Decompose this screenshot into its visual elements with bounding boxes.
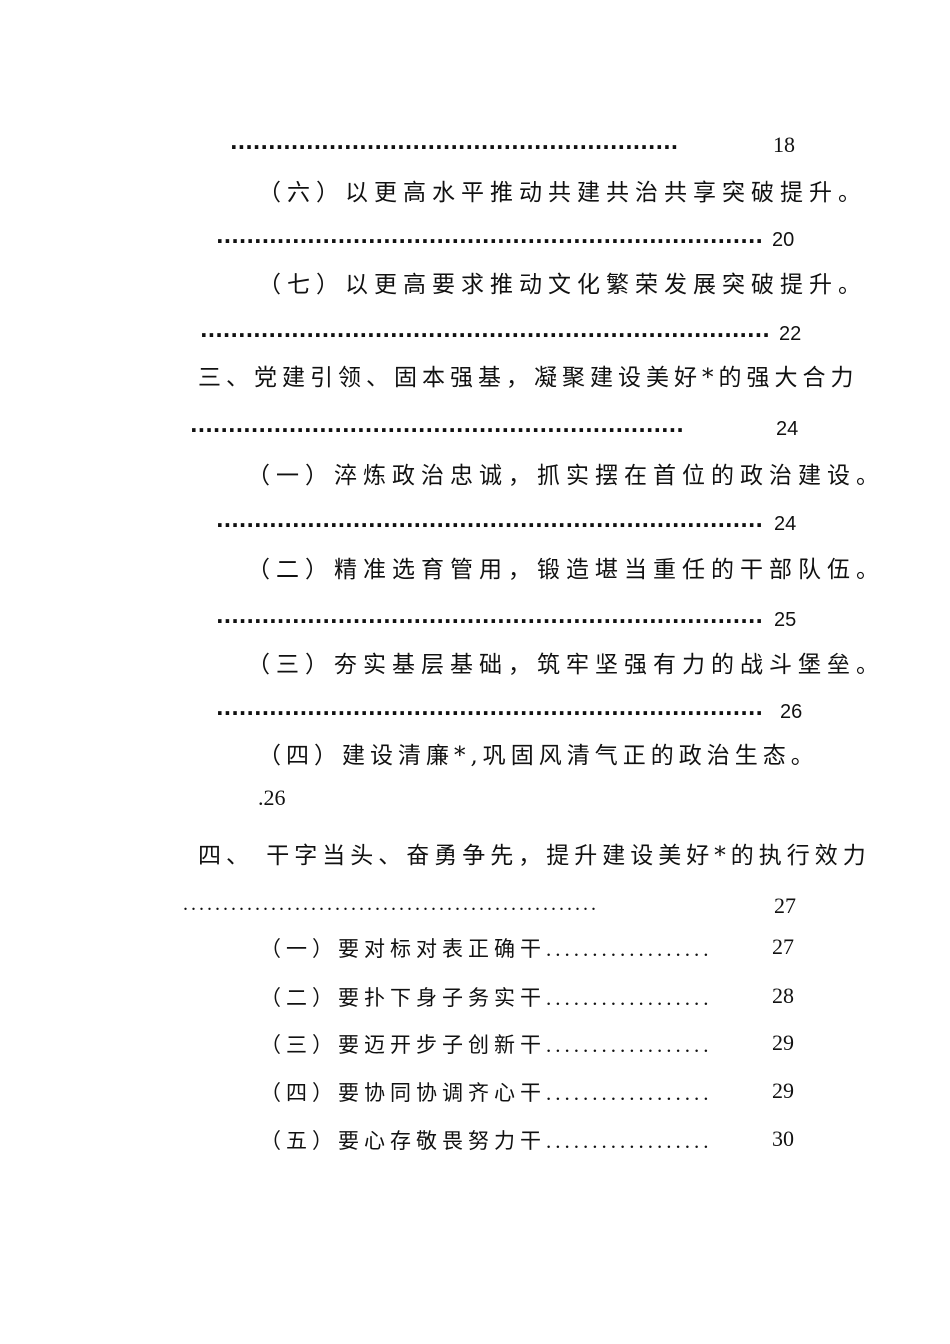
toc-leader-dots: ........................................… bbox=[200, 318, 768, 342]
toc-subitem: （二）要扑下身子务实干.................. bbox=[260, 982, 713, 1012]
toc-entry-title: （二）精准选育管用，锻造堪当重任的干部队伍。 bbox=[247, 557, 885, 583]
toc-leader-dots: .................. bbox=[546, 1129, 713, 1153]
toc-leader-dots: .................. bbox=[546, 1081, 713, 1105]
toc-subitem: （五）要心存敬畏努力干.................. bbox=[260, 1125, 713, 1155]
toc-subitem: （三）要迈开步子创新干.................. bbox=[260, 1029, 713, 1059]
toc-leader-dots: ........................................… bbox=[216, 224, 761, 248]
toc-page-number: 18 bbox=[773, 132, 795, 157]
toc-page-number: 30 bbox=[772, 1126, 794, 1151]
toc-entry-title: （四）建设清廉*,巩固风清气正的政治生态。 bbox=[258, 743, 819, 769]
toc-page-number: .26 bbox=[258, 785, 286, 810]
toc-page-number: 27 bbox=[774, 893, 796, 918]
toc-leader-dots: .................. bbox=[546, 986, 713, 1010]
toc-section-title: 四、 干字当头、奋勇争先，提升建设美好*的执行效力 bbox=[198, 843, 871, 869]
toc-entry-title: （三）夯实基层基础，筑牢坚强有力的战斗堡垒。 bbox=[247, 652, 885, 678]
toc-leader-dots: ........................................… bbox=[230, 130, 680, 154]
toc-page-number: 26 bbox=[780, 701, 803, 723]
toc-entry-title: （六）以更高水平推动共建共治共享突破提升。 bbox=[258, 180, 867, 206]
toc-page-number: 20 bbox=[772, 229, 795, 251]
toc-section-title: 三、党建引领、固本强基，凝聚建设美好*的强大合力 bbox=[198, 365, 859, 391]
toc-leader-dots: ........................................… bbox=[190, 413, 683, 437]
toc-leader-dots: .................. bbox=[546, 1033, 713, 1057]
toc-page-number: 29 bbox=[772, 1078, 794, 1103]
toc-subitem-label: （二）要扑下身子务实干 bbox=[260, 986, 546, 1010]
toc-page-number: 25 bbox=[774, 609, 797, 631]
toc-page-number: 22 bbox=[779, 323, 802, 345]
toc-page-number: 24 bbox=[774, 513, 797, 535]
toc-subitem-label: （四）要协同协调齐心干 bbox=[260, 1081, 546, 1105]
toc-page-number: 24 bbox=[776, 418, 799, 440]
toc-leader-dots: ........................................… bbox=[216, 604, 761, 628]
toc-subitem-label: （五）要心存敬畏努力干 bbox=[260, 1129, 546, 1153]
toc-subitem-label: （三）要迈开步子创新干 bbox=[260, 1033, 546, 1057]
toc-page-number: 28 bbox=[772, 983, 794, 1008]
toc-subitem: （四）要协同协调齐心干.................. bbox=[260, 1077, 713, 1107]
toc-page-number: 27 bbox=[772, 934, 794, 959]
toc-entry-title: （一）淬炼政治忠诚，抓实摆在首位的政治建设。 bbox=[247, 463, 885, 489]
toc-leader-dots: ........................................… bbox=[183, 893, 599, 915]
toc-subitem-label: （一）要对标对表正确干 bbox=[260, 937, 546, 961]
toc-entry-title: （七）以更高要求推动文化繁荣发展突破提升。 bbox=[258, 272, 867, 298]
toc-page-number: 29 bbox=[772, 1030, 794, 1055]
toc-leader-dots: .................. bbox=[546, 937, 713, 961]
toc-leader-dots: ........................................… bbox=[216, 696, 761, 720]
toc-leader-dots: ........................................… bbox=[216, 508, 761, 532]
toc-subitem: （一）要对标对表正确干.................. bbox=[260, 933, 713, 963]
